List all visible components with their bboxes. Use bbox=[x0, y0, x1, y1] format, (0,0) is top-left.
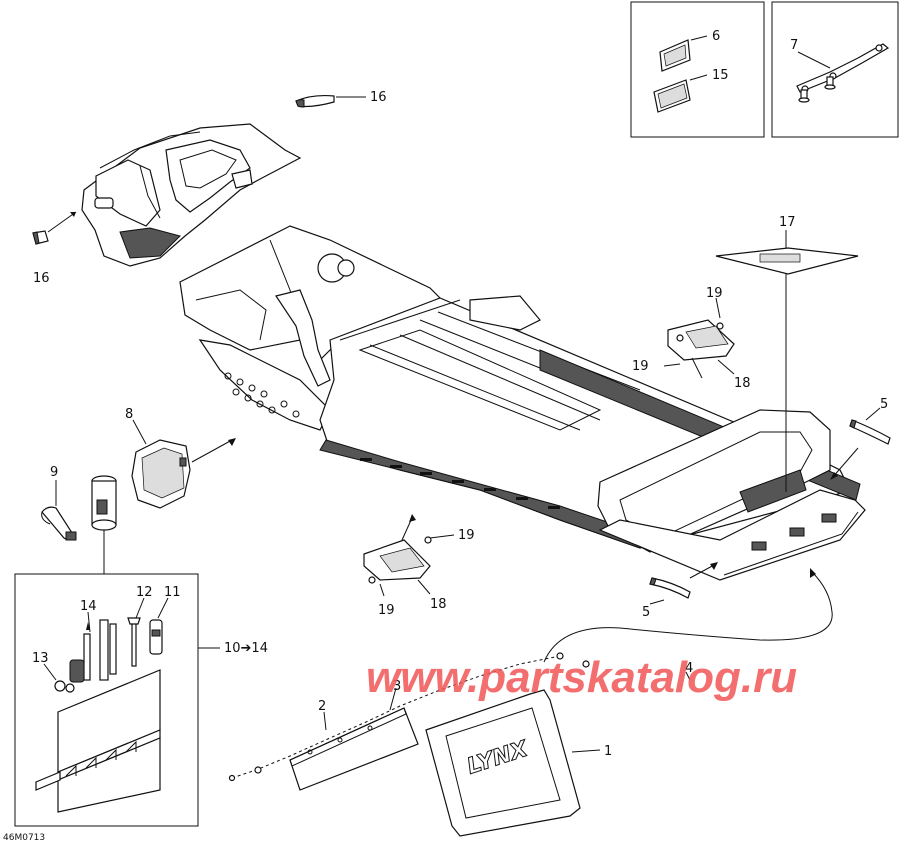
cap-16-top-part bbox=[295, 94, 335, 108]
callout-18-upper: 18 bbox=[734, 376, 751, 391]
cap-5-lower-part bbox=[649, 577, 691, 599]
bracket-18-upper-part bbox=[667, 319, 735, 361]
callout-2: 2 bbox=[318, 699, 326, 714]
cap-5-upper-part bbox=[849, 419, 891, 445]
callout-19-upper-left: 19 bbox=[632, 359, 649, 374]
callout-19-upper-right: 19 bbox=[706, 286, 723, 301]
container-part bbox=[91, 475, 117, 531]
rear-bumper-part bbox=[597, 409, 866, 581]
decal-6-part bbox=[659, 39, 691, 72]
tool-14-part bbox=[83, 619, 117, 681]
tool-pouch-part bbox=[35, 669, 161, 813]
callout-9: 9 bbox=[50, 465, 58, 480]
callout-7: 7 bbox=[790, 38, 798, 53]
toolkit-box: 10➔14 14 13 bbox=[14, 573, 268, 827]
callout-3: 3 bbox=[393, 679, 401, 694]
cap-16-left-part bbox=[32, 230, 49, 245]
callout-19-lower-left: 19 bbox=[378, 603, 395, 618]
callout-4: 4 bbox=[685, 661, 693, 676]
watermark-text: www.partskatalog.ru bbox=[366, 653, 797, 702]
callout-18-lower: 18 bbox=[430, 597, 447, 612]
callout-17: 17 bbox=[779, 215, 796, 230]
inset-box-bracket: 7 bbox=[771, 1, 899, 138]
strap-9-part bbox=[41, 506, 77, 541]
callout-14: 14 bbox=[80, 599, 97, 614]
screwdriver-part bbox=[69, 659, 85, 683]
decal-17-part bbox=[715, 247, 859, 275]
callout-19-lower-right: 19 bbox=[458, 528, 475, 543]
module-8-part bbox=[131, 439, 191, 509]
console-panel-part bbox=[81, 123, 302, 267]
mounting-plate-2-part bbox=[289, 707, 419, 791]
tool-13-part bbox=[54, 680, 75, 693]
inset-box-decals: 6 15 bbox=[630, 1, 765, 138]
callout-15: 15 bbox=[712, 68, 729, 83]
callout-1: 1 bbox=[604, 744, 612, 759]
callout-8: 8 bbox=[125, 407, 133, 422]
belly-pan-holes bbox=[224, 372, 300, 418]
callout-10-14: 10➔14 bbox=[224, 641, 268, 656]
running-board-slots bbox=[360, 458, 560, 509]
callout-6: 6 bbox=[712, 29, 720, 44]
callout-16-left: 16 bbox=[33, 271, 50, 286]
bolts-line bbox=[228, 652, 590, 782]
tool-11-part bbox=[149, 619, 163, 655]
snow-flap-1-part: LYNX bbox=[425, 689, 581, 837]
bracket-18-lower-part bbox=[363, 536, 432, 584]
callout-5-lower: 5 bbox=[642, 605, 650, 620]
bracket-7-part bbox=[796, 43, 890, 103]
callout-5-upper: 5 bbox=[880, 397, 888, 412]
callout-13: 13 bbox=[32, 651, 49, 666]
decal-15-part bbox=[653, 79, 691, 113]
callout-12: 12 bbox=[136, 585, 153, 600]
tool-12-part bbox=[127, 617, 141, 667]
callout-16-top: 16 bbox=[370, 90, 387, 105]
callout-11: 11 bbox=[164, 585, 181, 600]
diagram-ref-code: 46M0713 bbox=[3, 833, 45, 843]
